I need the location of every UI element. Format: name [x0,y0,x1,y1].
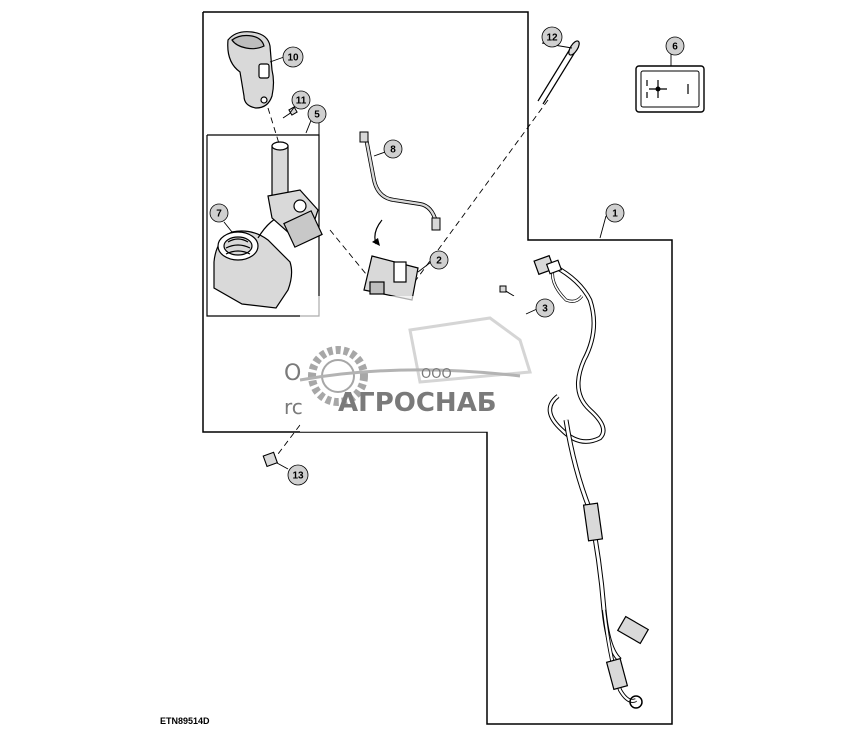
callout-10: 10 [282,46,304,68]
svg-text:7: 7 [216,209,222,220]
svg-text:13: 13 [292,471,304,482]
callout-6: 6 [665,36,685,56]
sensor-cable-part [359,131,441,231]
boot-part [213,230,293,309]
wiring-harness-part [547,264,643,709]
svg-text:12: 12 [546,33,558,44]
shift-lever-part [267,141,323,248]
group-1-outline [202,11,673,725]
cable-arrow-head [372,238,380,246]
bolt-part [537,40,580,105]
callout-3: 3 [535,298,555,318]
callout-13: 13 [287,464,309,486]
watermark-partial-1: O [284,361,301,386]
decal-part [635,65,705,113]
nut-part [262,451,279,468]
watermark-brand: АГРОСНАБ [338,388,497,418]
watermark-prefix: ООО [421,367,452,382]
callout-8: 8 [383,139,403,159]
svg-text:5: 5 [314,110,320,121]
callout-12: 12 [541,26,563,48]
harness-bolt [499,285,515,297]
shift-knob-part [227,31,275,109]
control-module-part [363,255,419,301]
callout-1: 1 [605,203,625,223]
callout-2: 2 [429,250,449,270]
svg-text:2: 2 [436,256,442,267]
svg-text:1: 1 [612,209,618,220]
svg-text:10: 10 [287,53,299,64]
callout-7: 7 [209,203,229,223]
svg-text:3: 3 [542,304,548,315]
callout-11: 11 [291,90,311,110]
assembly-lines [267,99,549,459]
callout-5: 5 [307,104,327,124]
svg-text:6: 6 [672,42,678,53]
figure-code: ETN89514D [160,716,210,726]
watermark-partial-2: rc [284,395,303,419]
watermark-logo [299,296,532,432]
harness-connectors [533,254,650,691]
svg-text:11: 11 [296,96,307,107]
svg-text:8: 8 [390,145,396,156]
